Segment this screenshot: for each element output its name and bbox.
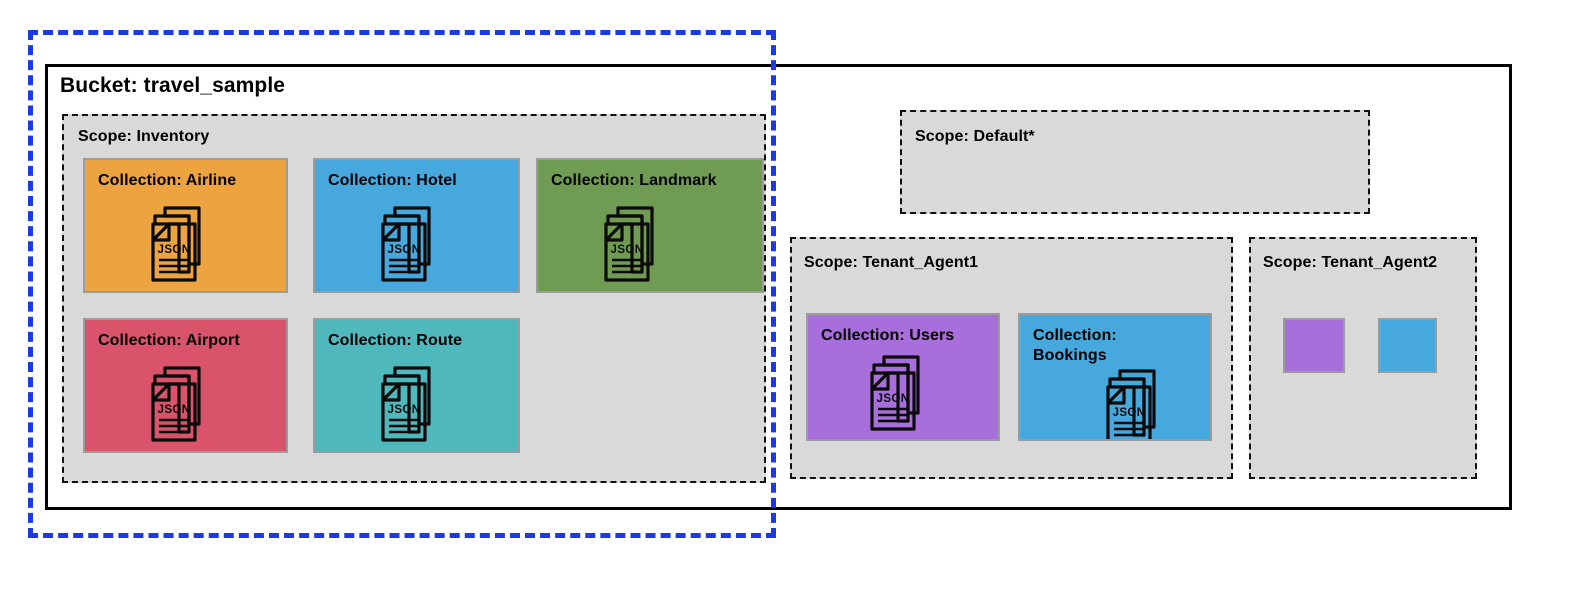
collection-card-route[interactable]: Collection: Route <box>313 318 520 453</box>
bucket-title: Bucket: travel_sample <box>60 74 286 97</box>
scope-title-tenant-agent2: Scope: Tenant_Agent2 <box>1263 254 1438 271</box>
json-documents-icon <box>1106 369 1156 439</box>
scope-title-inventory: Scope: Inventory <box>78 128 210 145</box>
collection-swatch-blue[interactable] <box>1378 318 1437 373</box>
collection-label-bookings: Collection: Bookings <box>1033 327 1117 365</box>
collection-label-landmark: Collection: Landmark <box>551 172 717 189</box>
collection-card-airline[interactable]: Collection: Airline <box>83 158 288 293</box>
collection-label-airline: Collection: Airline <box>98 172 237 189</box>
collection-card-airport[interactable]: Collection: Airport <box>83 318 288 453</box>
collection-card-bookings[interactable]: Collection: Bookings <box>1018 313 1212 441</box>
collection-card-hotel[interactable]: Collection: Hotel <box>313 158 520 293</box>
collection-label-airport: Collection: Airport <box>98 332 240 349</box>
scope-title-default: Scope: Default* <box>915 128 1035 145</box>
json-documents-icon <box>870 355 920 431</box>
collection-label-hotel: Collection: Hotel <box>328 172 457 189</box>
scope-default <box>900 110 1370 214</box>
collection-label-route: Collection: Route <box>328 332 463 349</box>
tenant-boundary-dashed <box>28 30 776 538</box>
scope-title-tenant-agent1: Scope: Tenant_Agent1 <box>804 254 979 271</box>
collection-label-users: Collection: Users <box>821 327 955 344</box>
collection-card-landmark[interactable]: Collection: Landmark <box>536 158 764 293</box>
collection-swatch-purple[interactable] <box>1283 318 1345 373</box>
collection-card-users[interactable]: Collection: Users <box>806 313 1000 441</box>
